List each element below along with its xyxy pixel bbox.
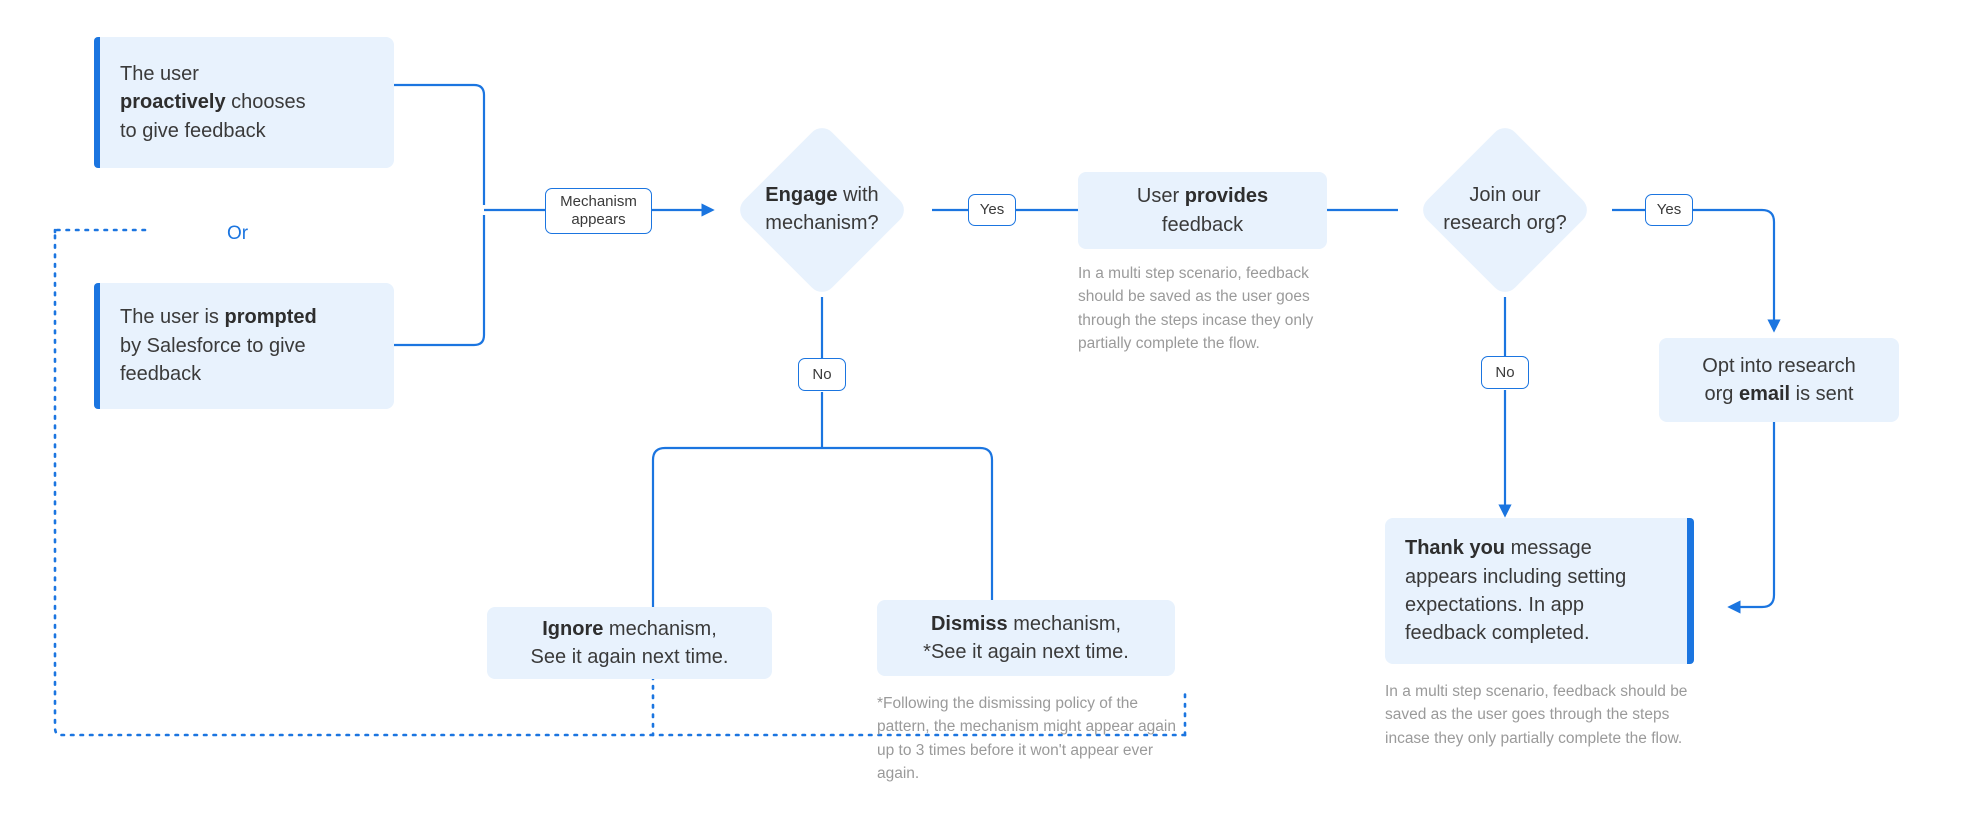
card-ignore-bold: Ignore bbox=[542, 617, 604, 640]
card-proactive-bold: proactively bbox=[120, 91, 226, 114]
card-proactive-line3: to give feedback bbox=[120, 119, 266, 142]
card-optin-rest2: is sent bbox=[1790, 383, 1854, 405]
pill-engage-no: No bbox=[798, 358, 846, 391]
edge-no-to-ignore bbox=[651, 446, 822, 607]
card-proactive-feedback: The user proactively chooses to give fee… bbox=[94, 37, 394, 168]
decision-engage-line2: mechanism? bbox=[765, 212, 879, 234]
card-thankyou-line3: expectations. In app bbox=[1405, 594, 1585, 616]
edge-proactive-to-bus bbox=[393, 83, 486, 205]
card-optin-bold: email bbox=[1738, 383, 1791, 405]
edge-prompted-to-bus bbox=[393, 215, 486, 347]
edge-optin-to-thankyou bbox=[1727, 422, 1776, 614]
pill-mechanism-line1: Mechanism bbox=[560, 193, 637, 211]
card-prompted-line1-rest: The user is bbox=[120, 306, 225, 329]
caption-dismiss: *Following the dismissing policy of the … bbox=[877, 695, 1176, 782]
pill-mechanism-line2: appears bbox=[571, 211, 626, 228]
card-prompted-line3: feedback bbox=[120, 363, 202, 386]
edge-yes-to-optin bbox=[1693, 208, 1781, 333]
card-optin-rest1: org bbox=[1704, 383, 1739, 405]
edge-no-to-dismiss bbox=[822, 446, 994, 600]
decision-engage-bold: Engage bbox=[765, 184, 838, 207]
decision-engage-line1-rest: with bbox=[837, 184, 879, 207]
card-dismiss-line2: *See it again next time. bbox=[923, 641, 1129, 663]
decision-join-line1: Join our bbox=[1469, 184, 1541, 207]
decision-join-research-org: Join our research org? bbox=[1417, 122, 1593, 298]
pill-research-no: No bbox=[1481, 356, 1529, 389]
card-thankyou-bold: Thank you bbox=[1405, 537, 1506, 560]
decision-engage-with-mechanism: Engage with mechanism? bbox=[734, 122, 910, 298]
card-proactive-line2-rest: chooses bbox=[225, 91, 306, 114]
card-dismiss-mechanism: Dismiss mechanism, *See it again next ti… bbox=[877, 600, 1175, 676]
card-ignore-rest: mechanism, bbox=[603, 617, 717, 640]
card-ignore-mechanism: Ignore mechanism, See it again next time… bbox=[487, 607, 772, 679]
or-label: Or bbox=[227, 223, 249, 244]
card-dismiss-rest: mechanism, bbox=[1007, 612, 1122, 635]
decision-join-line2: research org? bbox=[1443, 212, 1567, 234]
card-thankyou-rest: message bbox=[1505, 537, 1592, 560]
card-ignore-line2: See it again next time. bbox=[530, 646, 729, 668]
card-user-provides-bold: provides bbox=[1184, 185, 1269, 208]
card-prompted-line2: by Salesforce to give bbox=[120, 334, 306, 357]
card-prompted-bold: prompted bbox=[224, 306, 317, 329]
card-dismiss-bold: Dismiss bbox=[930, 612, 1008, 635]
card-user-provides-rest: User bbox=[1136, 185, 1185, 208]
caption-thank-you: In a multi step scenario, feedback shoul… bbox=[1385, 683, 1688, 747]
card-proactive-line1: The user bbox=[120, 62, 199, 85]
card-optin-line1: Opt into research bbox=[1702, 354, 1856, 377]
card-user-provides-feedback: User provides feedback bbox=[1078, 172, 1327, 249]
card-thankyou-line2: appears including setting bbox=[1405, 565, 1627, 588]
card-thank-you-message: Thank you message appears including sett… bbox=[1385, 518, 1694, 664]
card-user-provides-line2: feedback bbox=[1161, 213, 1244, 236]
caption-user-provides: In a multi step scenario, feedback shoul… bbox=[1078, 265, 1314, 352]
pill-engage-yes: Yes bbox=[968, 194, 1016, 226]
pill-mechanism-appears: Mechanism appears bbox=[545, 188, 652, 234]
pill-research-yes: Yes bbox=[1645, 194, 1693, 226]
card-prompted-feedback: The user is prompted by Salesforce to gi… bbox=[94, 283, 394, 409]
card-opt-into-research-email: Opt into research org email is sent bbox=[1659, 338, 1899, 422]
card-thankyou-line4: feedback completed. bbox=[1405, 622, 1590, 645]
